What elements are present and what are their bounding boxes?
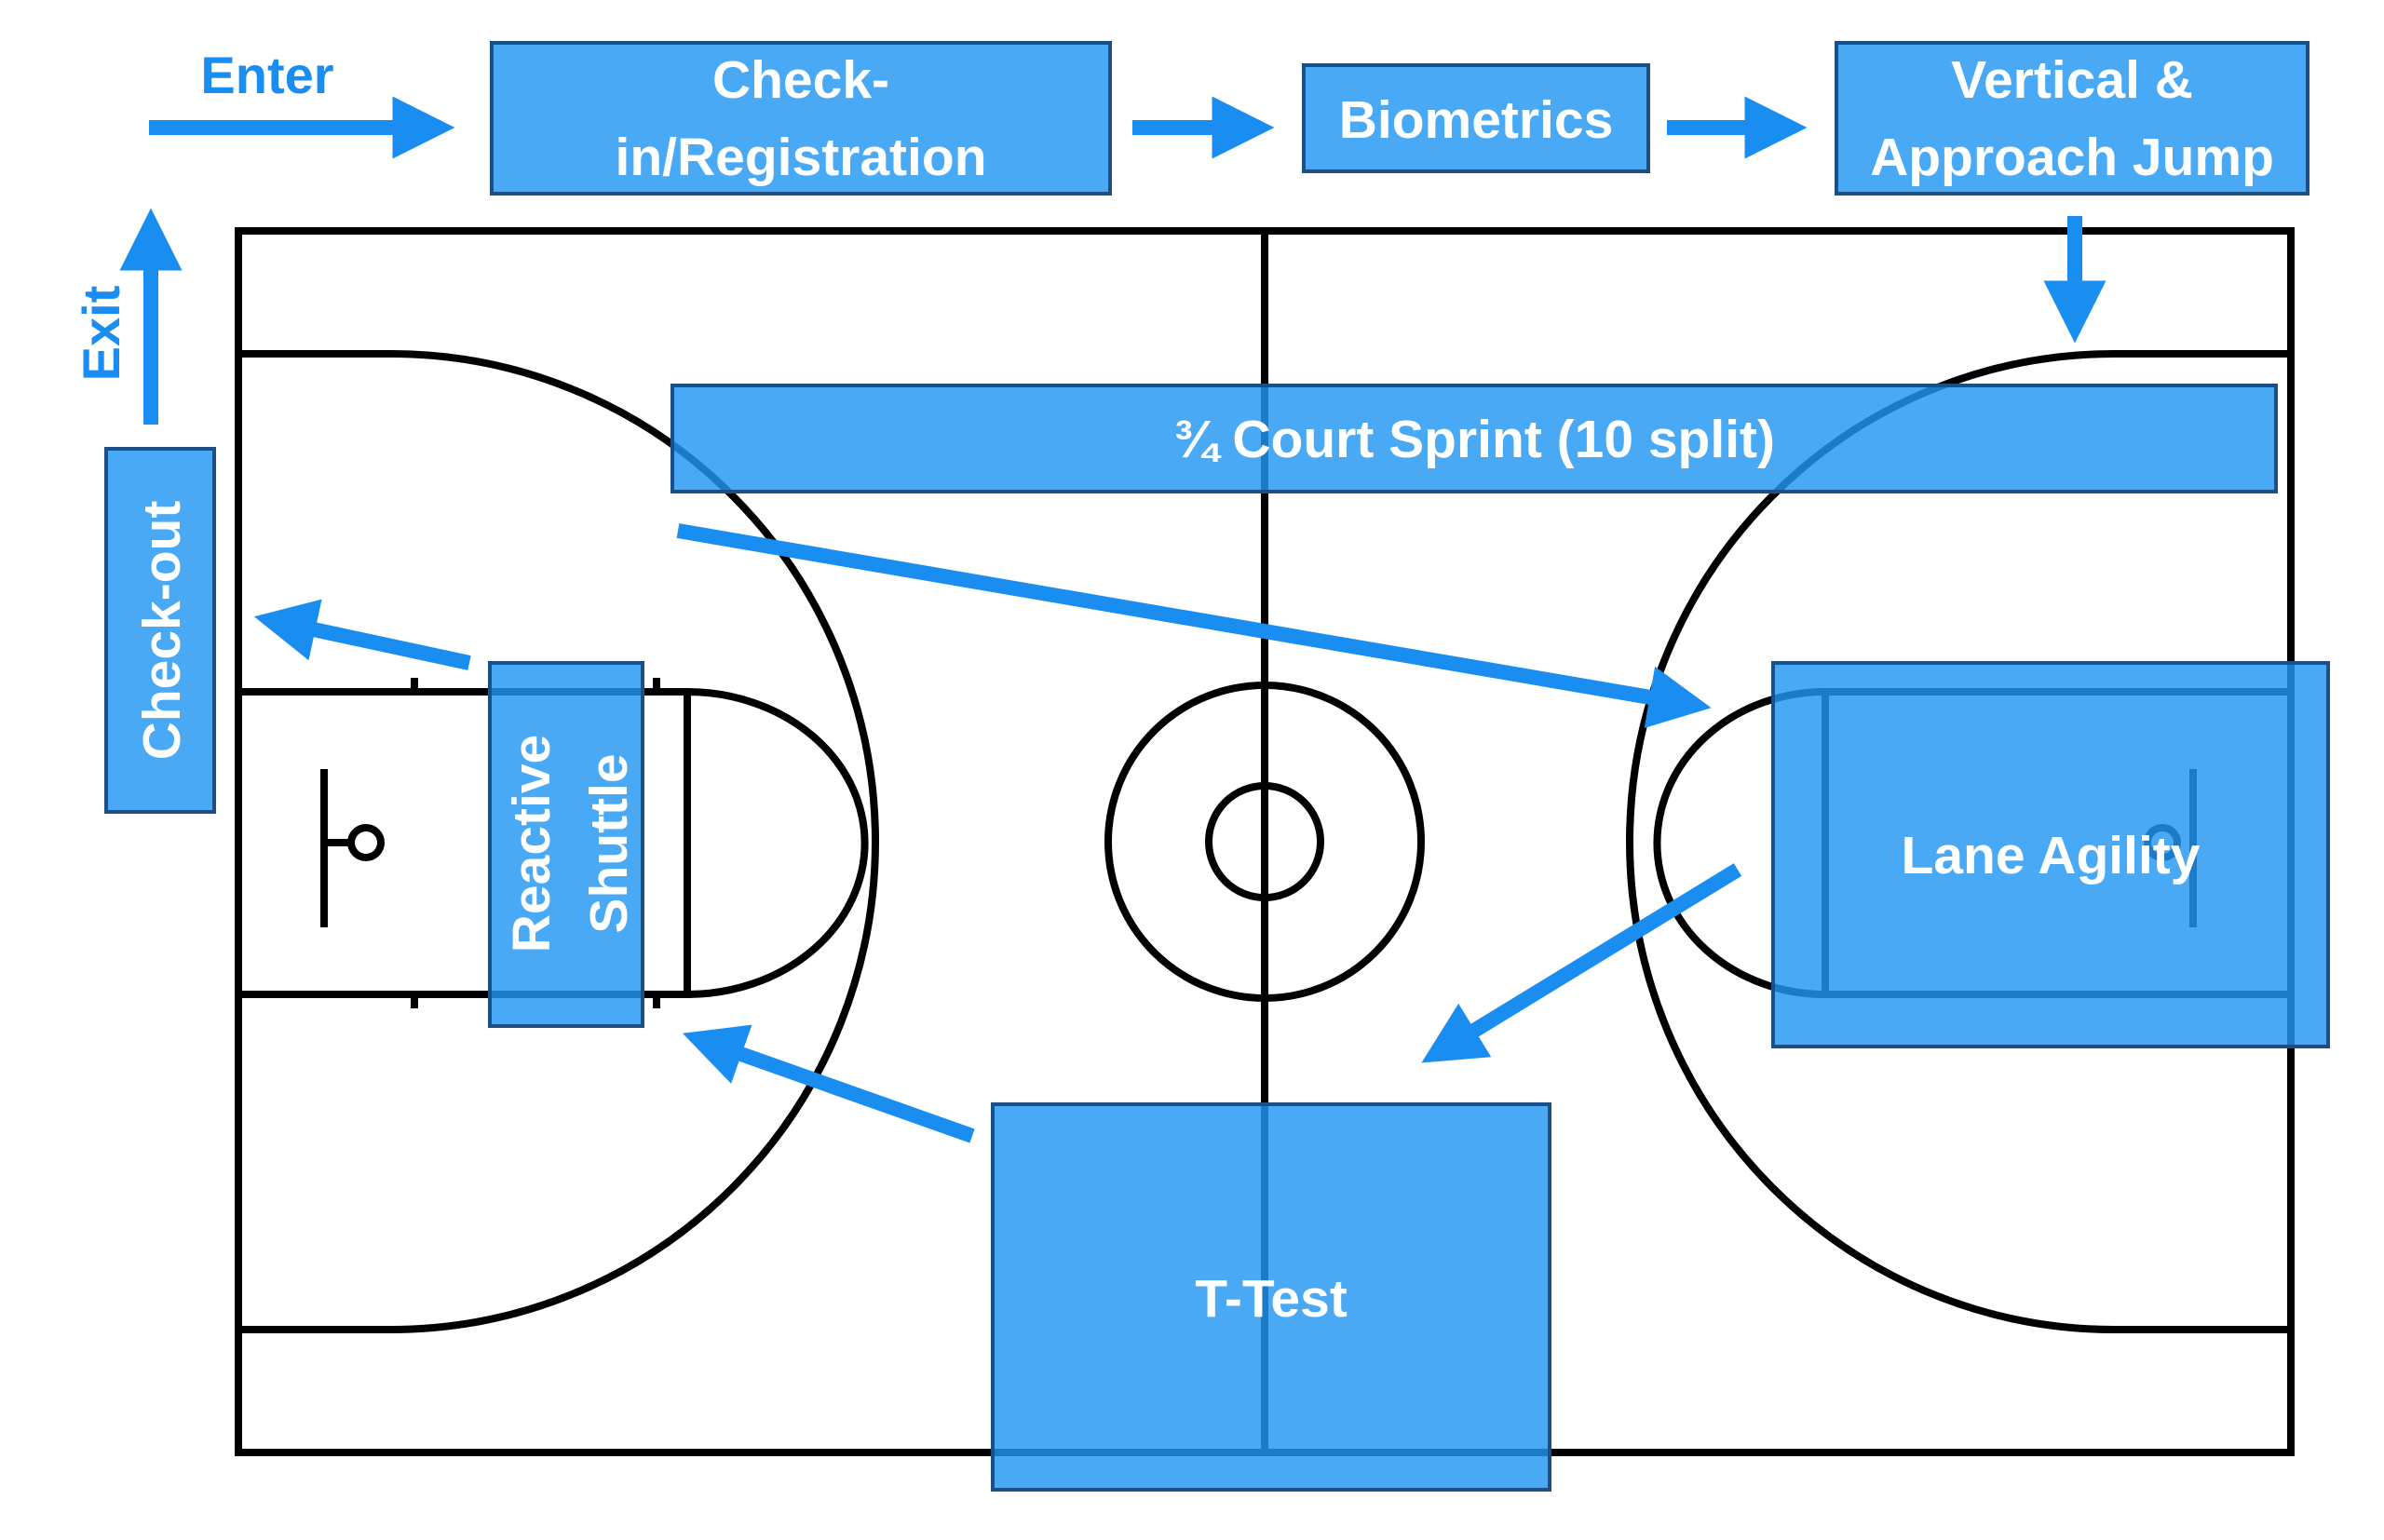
station-lane-agility: Lane Agility <box>1771 661 2330 1048</box>
station-reactive-label-line1: Reactive <box>502 735 562 953</box>
left-free-throw-arc <box>686 688 869 998</box>
station-sprint-label: ¾ Court Sprint (10 split) <box>1173 410 1775 469</box>
left-three-point-arc <box>238 350 879 1333</box>
station-reactive-shuttle: Reactive Shuttle <box>488 661 644 1028</box>
station-vertical-jump: Vertical & Approach Jump <box>1835 41 2310 196</box>
station-lane-agility-label: Lane Agility <box>1902 826 2201 885</box>
station-vertical-label-line1: Vertical & <box>1951 50 2193 110</box>
arrow-lane-agility-to-t-test <box>1421 863 1742 1063</box>
arrow-reactive-to-checkout <box>253 599 471 670</box>
left-free-throw-lane <box>235 688 691 998</box>
station-checkin-label-line2: in/Registration <box>615 128 986 187</box>
arrow-t-test-to-reactive-shuttle <box>682 1024 975 1143</box>
station-t-test: T-Test <box>991 1102 1551 1492</box>
station-checkout-label: Check-out <box>132 501 192 761</box>
station-vertical-label-line2: Approach Jump <box>1870 128 2274 187</box>
center-circle-inner <box>1205 782 1324 901</box>
station-court-sprint: ¾ Court Sprint (10 split) <box>670 384 2278 493</box>
station-reactive-label-line2: Shuttle <box>579 753 639 933</box>
flow-arrows <box>119 96 2106 1143</box>
station-checkin-label-line1: Check- <box>712 50 889 110</box>
station-checkin: Check- in/Registration <box>490 41 1112 196</box>
left-rim <box>347 824 385 861</box>
arrow-sprint-to-lane-agility <box>676 523 1712 728</box>
station-biometrics-label: Biometrics <box>1339 90 1614 150</box>
station-biometrics: Biometrics <box>1302 63 1650 173</box>
exit-label: Exit <box>72 286 130 382</box>
right-free-throw-arc <box>1653 688 1826 998</box>
center-circle-outer <box>1104 682 1425 1002</box>
station-checkout: Check-out <box>104 447 216 814</box>
enter-label: Enter <box>200 46 333 104</box>
station-t-test-label: T-Test <box>1195 1269 1348 1329</box>
